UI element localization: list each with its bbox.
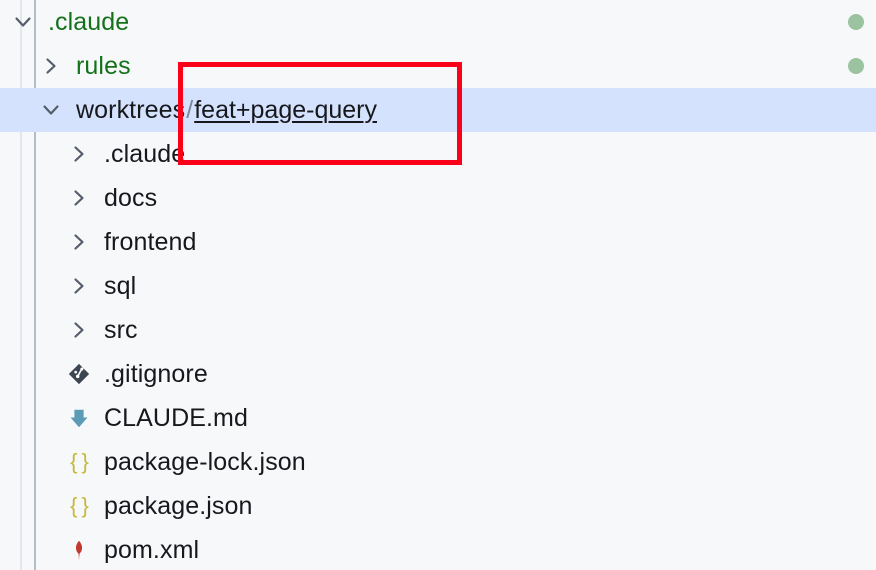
tree-row-pom-xml[interactable]: pom.xml (0, 528, 876, 570)
tree-row-label: .gitignore (104, 359, 208, 388)
chevron-down-icon (43, 105, 59, 115)
tree-row-package-json[interactable]: { } package.json (0, 484, 876, 528)
tree-row-label: package.json (104, 491, 253, 520)
chevron-right-icon[interactable] (38, 53, 64, 79)
tree-row-label: .claude (48, 7, 130, 36)
chevron-right-icon[interactable] (66, 141, 92, 167)
tree-row-gitignore[interactable]: .gitignore (0, 352, 876, 396)
tree-row-label: pom.xml (104, 535, 200, 564)
worktree-branch-link[interactable]: feat+page-query (194, 95, 377, 124)
tree-row-src[interactable]: src (0, 308, 876, 352)
git-file-icon (68, 363, 90, 385)
chevron-right-icon (74, 278, 84, 294)
chevron-right-icon (46, 58, 56, 74)
json-file-icon: { } (66, 493, 92, 519)
chevron-right-icon (74, 190, 84, 206)
tree-row-rules[interactable]: rules (0, 44, 876, 88)
markdown-file-icon (70, 409, 88, 428)
path-separator: / (186, 95, 194, 124)
chevron-right-icon[interactable] (66, 185, 92, 211)
tree-row-sql[interactable]: sql (0, 264, 876, 308)
git-file-icon (66, 361, 92, 387)
tree-row-label: CLAUDE.md (104, 403, 248, 432)
tree-row-label: worktrees (76, 95, 186, 124)
chevron-right-icon (74, 234, 84, 250)
json-file-icon: { } (70, 493, 89, 518)
status-dot (848, 58, 864, 74)
tree-row-label: docs (104, 183, 158, 212)
chevron-right-icon[interactable] (66, 273, 92, 299)
tree-row-label: src (104, 315, 138, 344)
tree-row-label: .claude (104, 139, 186, 168)
tree-row-worktrees[interactable]: worktrees/feat+page-query (0, 88, 876, 132)
tree-row-package-lock-json[interactable]: { } package-lock.json (0, 440, 876, 484)
indent-guide-level-1 (20, 0, 22, 570)
chevron-down-icon[interactable] (10, 9, 36, 35)
chevron-right-icon (74, 146, 84, 162)
json-file-icon: { } (66, 449, 92, 475)
chevron-right-icon (74, 322, 84, 338)
tree-row-label: package-lock.json (104, 447, 306, 476)
tree-row-claude-nested[interactable]: .claude (0, 132, 876, 176)
maven-file-icon (75, 540, 83, 561)
chevron-right-icon[interactable] (66, 317, 92, 343)
tree-row-label: rules (76, 51, 131, 80)
tree-row-frontend[interactable]: frontend (0, 220, 876, 264)
chevron-down-icon[interactable] (38, 97, 64, 123)
maven-file-icon (66, 537, 92, 563)
status-dot (848, 14, 864, 30)
markdown-file-icon (66, 405, 92, 431)
tree-row-claude-md[interactable]: CLAUDE.md (0, 396, 876, 440)
chevron-down-icon (15, 17, 31, 27)
chevron-right-icon[interactable] (66, 229, 92, 255)
tree-row-label: frontend (104, 227, 197, 256)
indent-guide-level-2 (34, 0, 36, 570)
tree-row-label: sql (104, 271, 137, 300)
json-file-icon: { } (70, 449, 89, 474)
tree-row-claude-root[interactable]: .claude (0, 0, 876, 44)
tree-row-docs[interactable]: docs (0, 176, 876, 220)
